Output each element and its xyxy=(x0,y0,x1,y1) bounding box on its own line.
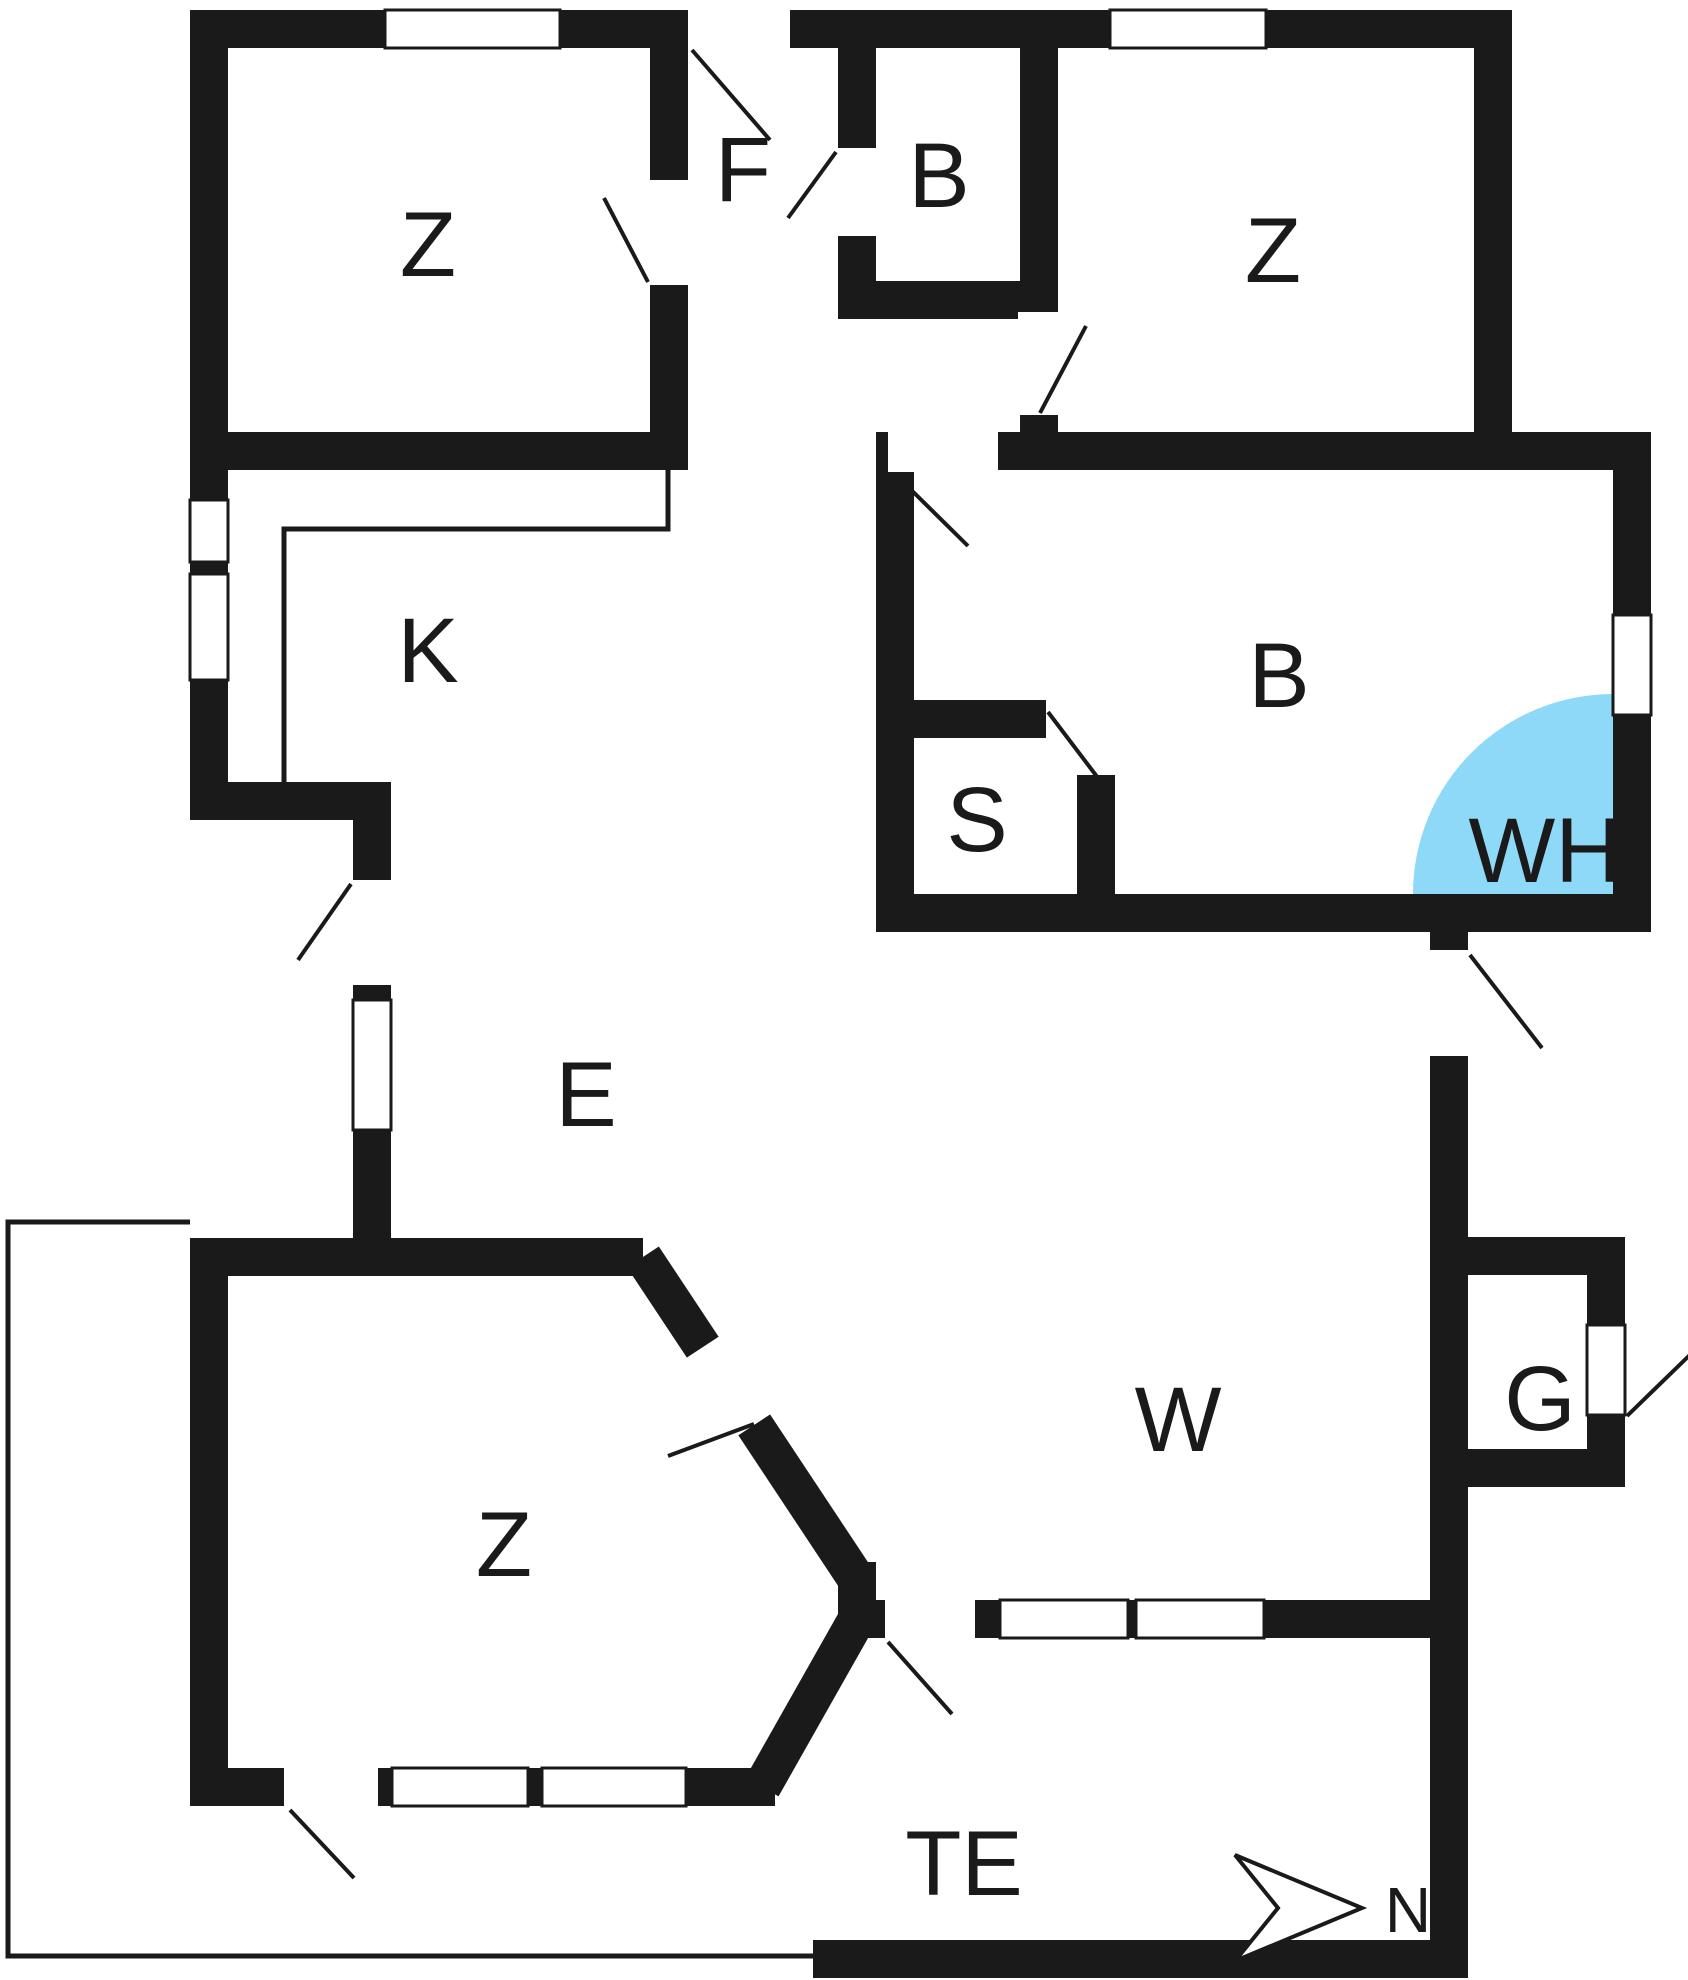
diagonal-wall-lower xyxy=(745,1609,874,1797)
room-label-terrace: TE xyxy=(905,1813,1023,1915)
door-gap xyxy=(1018,312,1060,415)
room-label-bedroom-topleft: Z xyxy=(400,194,456,296)
door-gap xyxy=(836,148,878,236)
diagonal-door-gap xyxy=(683,1334,774,1438)
whirlpool-area xyxy=(1413,694,1613,894)
door-gap xyxy=(351,880,393,985)
room-label-livingroom: W xyxy=(1135,1369,1222,1471)
door-swings xyxy=(288,48,1688,1880)
window xyxy=(383,8,562,50)
window xyxy=(540,1766,688,1808)
room-label-bath-top: B xyxy=(908,125,969,227)
door-swing-line xyxy=(602,197,650,283)
window xyxy=(188,498,230,564)
room-label-whirlpool: WH xyxy=(1468,800,1621,902)
room-label-annex: G xyxy=(1504,1348,1576,1450)
door-gap xyxy=(284,1766,378,1808)
door-swing-line xyxy=(1038,325,1088,414)
room-label-bedroom-topright: Z xyxy=(1245,200,1301,302)
door-swing-line xyxy=(667,1422,755,1458)
door-gaps xyxy=(284,8,1470,1808)
door-gap xyxy=(1428,950,1470,1056)
room-labels: Z F B Z K B S WH E W G Z TE xyxy=(397,119,1621,1915)
door-swing-line xyxy=(296,882,353,962)
door-gap xyxy=(888,430,998,472)
door-swing-line xyxy=(893,472,970,548)
door-gap xyxy=(648,180,690,285)
door-gap xyxy=(885,1598,975,1640)
room-label-kitchen: K xyxy=(397,600,458,702)
room-label-sauna: S xyxy=(946,769,1007,871)
door-swing-line xyxy=(690,48,772,142)
door-swing-line xyxy=(1625,1353,1688,1418)
room-label-bedroom-bottom: Z xyxy=(476,1494,532,1596)
door-swing-line xyxy=(1468,953,1544,1050)
kitchen-counter-line xyxy=(281,470,671,818)
door-swing-line xyxy=(1046,710,1100,780)
window xyxy=(1134,1598,1266,1640)
door-swing-line xyxy=(886,1640,954,1716)
room-label-entry: E xyxy=(555,1044,616,1146)
north-arrow-icon xyxy=(1233,1853,1368,1963)
window xyxy=(1611,613,1653,717)
window xyxy=(188,572,230,682)
room-label-bath-middle: B xyxy=(1248,625,1309,727)
window xyxy=(998,1598,1130,1640)
windows xyxy=(188,8,1653,1808)
north-label: N xyxy=(1385,1874,1431,1946)
window xyxy=(390,1766,530,1808)
window xyxy=(1108,8,1268,50)
room-label-hall: F xyxy=(715,119,771,221)
door-swing-line xyxy=(786,150,838,220)
north-compass: N xyxy=(1233,1853,1431,1963)
window xyxy=(351,998,393,1132)
window xyxy=(1585,1323,1627,1417)
terrace-outline xyxy=(5,1219,815,1959)
door-gap xyxy=(688,8,790,50)
door-swing-line xyxy=(288,1808,356,1880)
